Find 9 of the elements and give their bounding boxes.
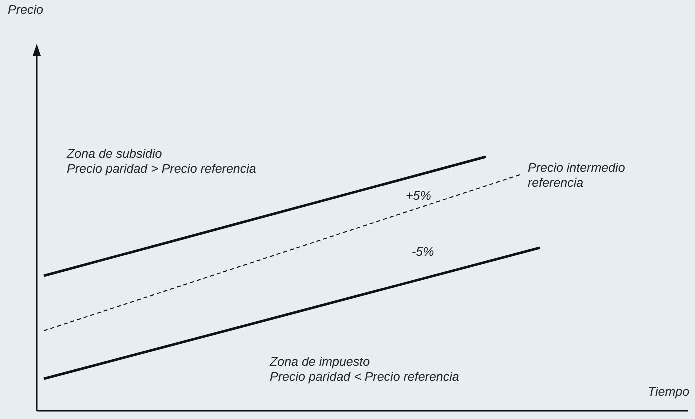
zone-description: Precio paridad > Precio referencia xyxy=(67,162,256,177)
axis-label: Precio xyxy=(8,3,44,18)
zone-label: Zona de subsidio xyxy=(67,147,162,162)
axis-label: Tiempo xyxy=(648,385,690,400)
percent-label: -5% xyxy=(412,245,434,260)
line-label: Precio intermedio referencia xyxy=(528,161,626,191)
percent-label: +5% xyxy=(406,189,432,204)
zone-description: Precio paridad < Precio referencia xyxy=(270,370,460,385)
zone-label: Zona de impuesto xyxy=(270,355,370,370)
